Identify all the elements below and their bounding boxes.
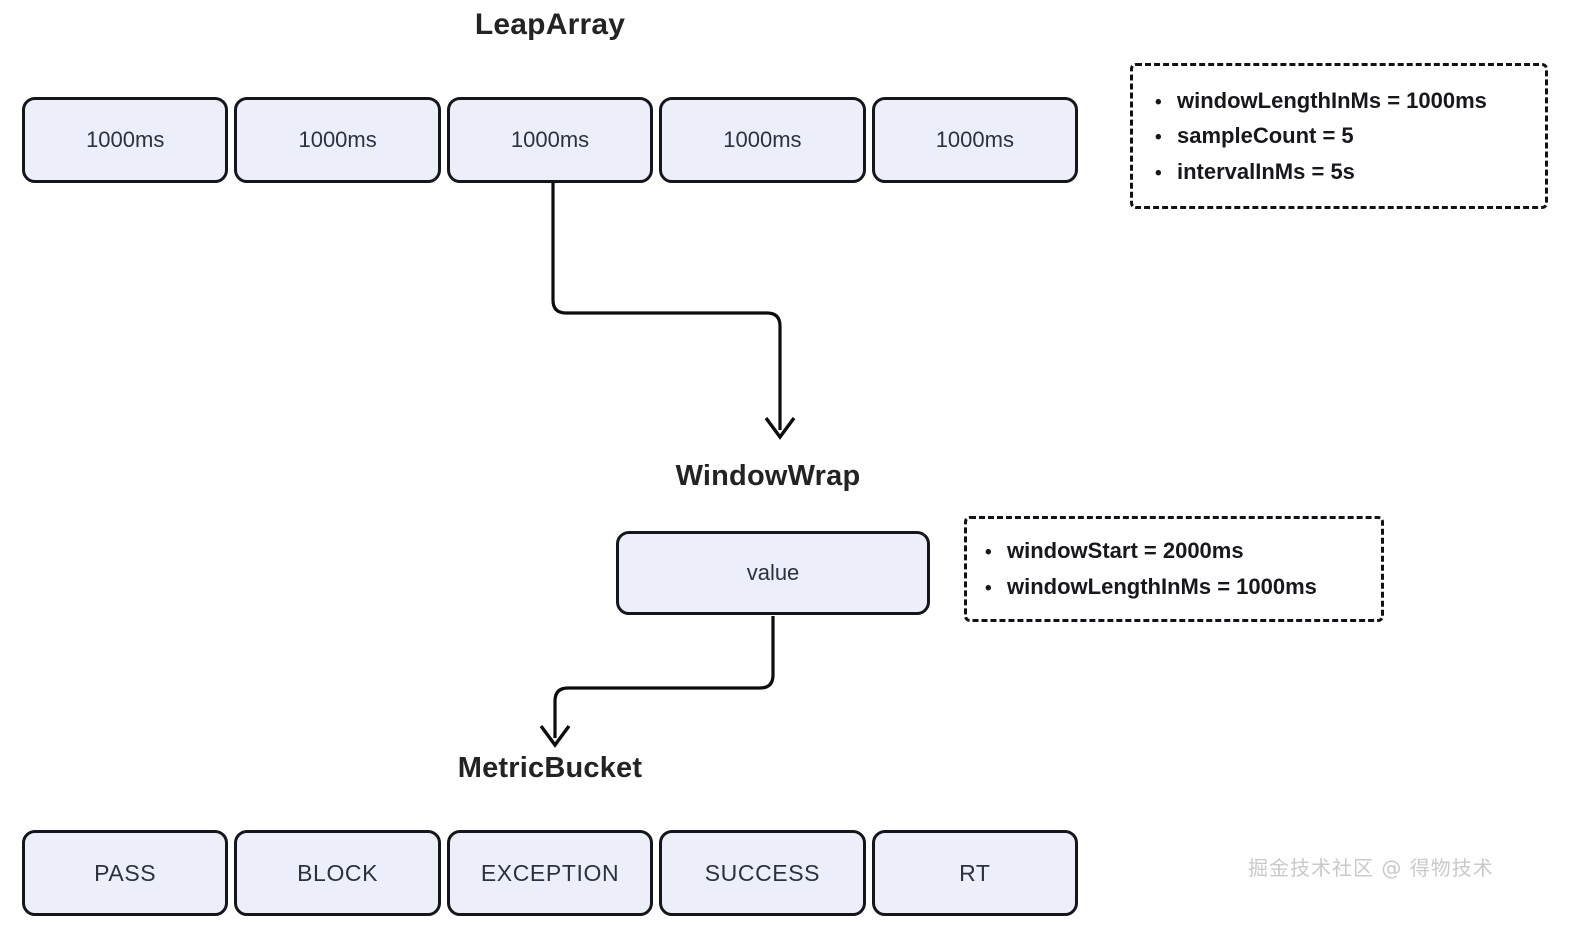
leaparray-title: LeapArray <box>474 8 626 41</box>
bullet-icon: • <box>1155 127 1162 149</box>
note-item: • windowLengthInMs = 1000ms <box>1155 83 1545 119</box>
metricbucket-cell: RT <box>871 830 1079 916</box>
note-item: • intervalInMs = 5s <box>1155 154 1545 190</box>
note-item-label: windowStart = 2000ms <box>1007 537 1244 563</box>
metricbucket-cell: PASS <box>22 830 229 916</box>
leaparray-cell: 1000ms <box>659 97 866 183</box>
windowwrap-note-box: • windowStart = 2000ms • windowLengthInM… <box>964 516 1384 622</box>
leaparray-note-box: • windowLengthInMs = 1000ms • sampleCoun… <box>1130 63 1548 209</box>
note-item: • windowStart = 2000ms <box>985 533 1381 569</box>
metricbucket-cell-row: PASS BLOCK EXCEPTION SUCCESS RT <box>22 830 1079 916</box>
arrowhead-icon <box>539 724 571 748</box>
note-item-label: sampleCount = 5 <box>1177 123 1354 149</box>
metricbucket-cell: SUCCESS <box>659 830 866 916</box>
leaparray-cell: 1000ms <box>22 97 229 183</box>
bullet-icon: • <box>1155 91 1162 113</box>
leaparray-cell: 1000ms <box>871 97 1079 183</box>
metricbucket-title: MetricBucket <box>457 752 643 784</box>
leaparray-cell: 1000ms <box>446 97 654 183</box>
leaparray-cell: 1000ms <box>234 97 441 183</box>
bullet-icon: • <box>1155 162 1162 184</box>
note-item: • windowLengthInMs = 1000ms <box>985 569 1381 605</box>
bullet-icon: • <box>985 578 992 599</box>
metricbucket-cell: EXCEPTION <box>446 830 654 916</box>
arrow-leaparray-to-windowwrap <box>551 183 782 430</box>
windowwrap-title: WindowWrap <box>675 460 861 492</box>
arrowhead-icon <box>764 416 796 440</box>
leaparray-cell-row: 1000ms 1000ms 1000ms 1000ms 1000ms <box>22 97 1079 183</box>
arrow-windowwrap-to-metricbucket <box>553 616 775 738</box>
watermark-label: 掘金技术社区 @ 得物技术 <box>1248 856 1494 880</box>
note-item: • sampleCount = 5 <box>1155 118 1545 154</box>
note-item-label: windowLengthInMs = 1000ms <box>1177 87 1487 113</box>
note-item-label: intervalInMs = 5s <box>1177 158 1355 184</box>
windowwrap-value-box: value <box>616 531 930 615</box>
note-item-label: windowLengthInMs = 1000ms <box>1007 574 1317 599</box>
bullet-icon: • <box>985 541 992 563</box>
metricbucket-cell: BLOCK <box>234 830 441 916</box>
